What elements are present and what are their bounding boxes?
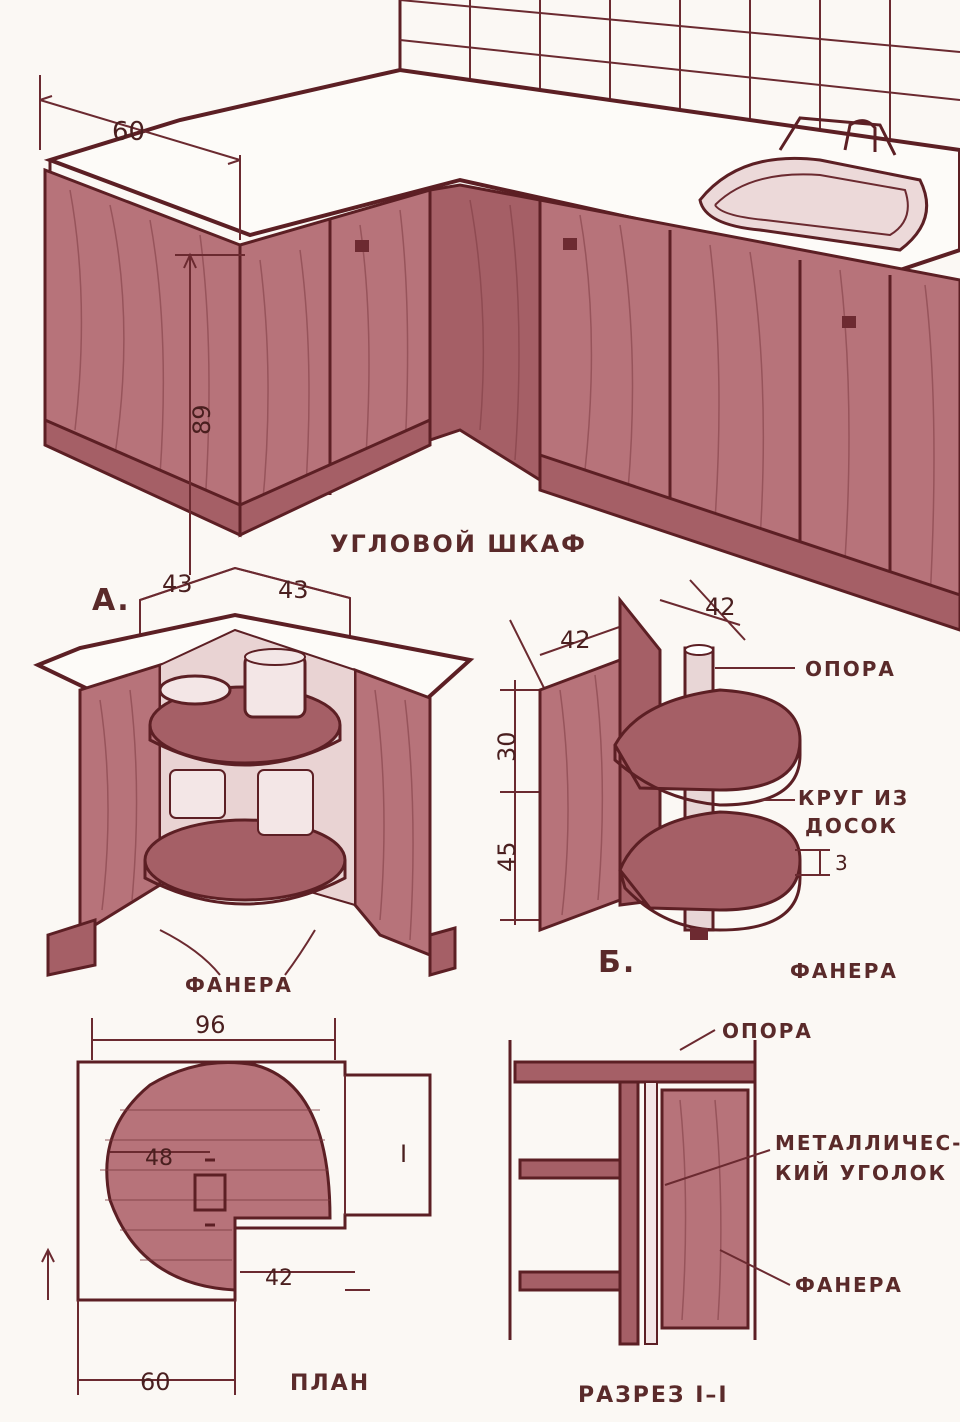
svg-text:60: 60 — [140, 1368, 171, 1396]
circle-boards-label-1: КРУГ ИЗ — [798, 786, 909, 810]
section-top — [513, 1060, 757, 1084]
dimension-plan-width: 96 — [91, 1011, 336, 1060]
svg-text:43: 43 — [278, 576, 309, 604]
view-b-label: Б. — [598, 945, 636, 980]
svg-text:42: 42 — [705, 593, 736, 621]
svg-text:42: 42 — [560, 626, 591, 654]
upper-round-shelf — [613, 688, 802, 792]
svg-text:3: 3 — [835, 851, 848, 875]
svg-text:89: 89 — [188, 404, 216, 435]
view-b-carousel: 42 42 30 45 ОПОРА КРУГ ИЗ ДОСОК 3 Б. ФАН… — [493, 579, 909, 983]
plywood-label-a: ФАНЕРА — [185, 973, 293, 997]
view-a-carousel: А. 43 43 ФАНЕРА — [33, 566, 475, 997]
svg-text:I: I — [400, 1140, 407, 1168]
circle-boards-label-2: ДОСОК — [805, 814, 898, 838]
door-handle — [563, 238, 577, 250]
section-label: РАЗРЕЗ I–I — [578, 1383, 729, 1408]
door-handle — [842, 316, 856, 328]
svg-text:96: 96 — [195, 1011, 226, 1039]
support-label-b: ОПОРА — [805, 657, 896, 681]
svg-text:42: 42 — [265, 1266, 293, 1291]
dimension-plan-bottom: 60 — [77, 1300, 236, 1396]
plan-label: ПЛАН — [290, 1371, 370, 1396]
plywood-label-b: ФАНЕРА — [790, 959, 898, 983]
svg-text:30: 30 — [493, 731, 521, 762]
view-a-label: А. — [92, 583, 131, 618]
svg-text:48: 48 — [145, 1146, 173, 1171]
metal-corner-profile — [644, 1081, 658, 1345]
metal-corner-label-1: МЕТАЛЛИЧЕС- — [775, 1131, 960, 1155]
lower-round-shelf — [618, 810, 802, 912]
title-corner-cabinet: УГЛОВОЙ ШКАФ — [330, 529, 587, 558]
section-view: ОПОРА МЕТАЛЛИЧЕС- КИЙ УГОЛОК ФАНЕРА РАЗР… — [508, 1019, 960, 1408]
section-plywood-panel — [660, 1088, 750, 1330]
door-handle — [355, 240, 369, 252]
plan-view: 96 48 42 I 60 ПЛАН — [41, 1011, 432, 1396]
corner-cabinet-illustration: 60 89 УГЛОВОЙ ШКАФ — [39, 0, 960, 632]
support-label-section: ОПОРА — [722, 1019, 813, 1043]
dimension-b: 42 42 30 45 — [493, 579, 746, 925]
corner-recess — [428, 183, 542, 483]
lower-shelf — [143, 818, 347, 902]
metal-corner-label-2: КИЙ УГОЛОК — [775, 1161, 947, 1185]
dimension-height: 89 — [175, 252, 245, 575]
dimension-a: 43 43 — [139, 566, 351, 640]
sink — [698, 116, 929, 252]
dimension-top-depth: 60 — [39, 75, 241, 240]
svg-text:60: 60 — [112, 117, 145, 147]
svg-text:43: 43 — [162, 570, 193, 598]
plywood-label-section: ФАНЕРА — [795, 1273, 903, 1297]
svg-text:45: 45 — [493, 841, 521, 872]
